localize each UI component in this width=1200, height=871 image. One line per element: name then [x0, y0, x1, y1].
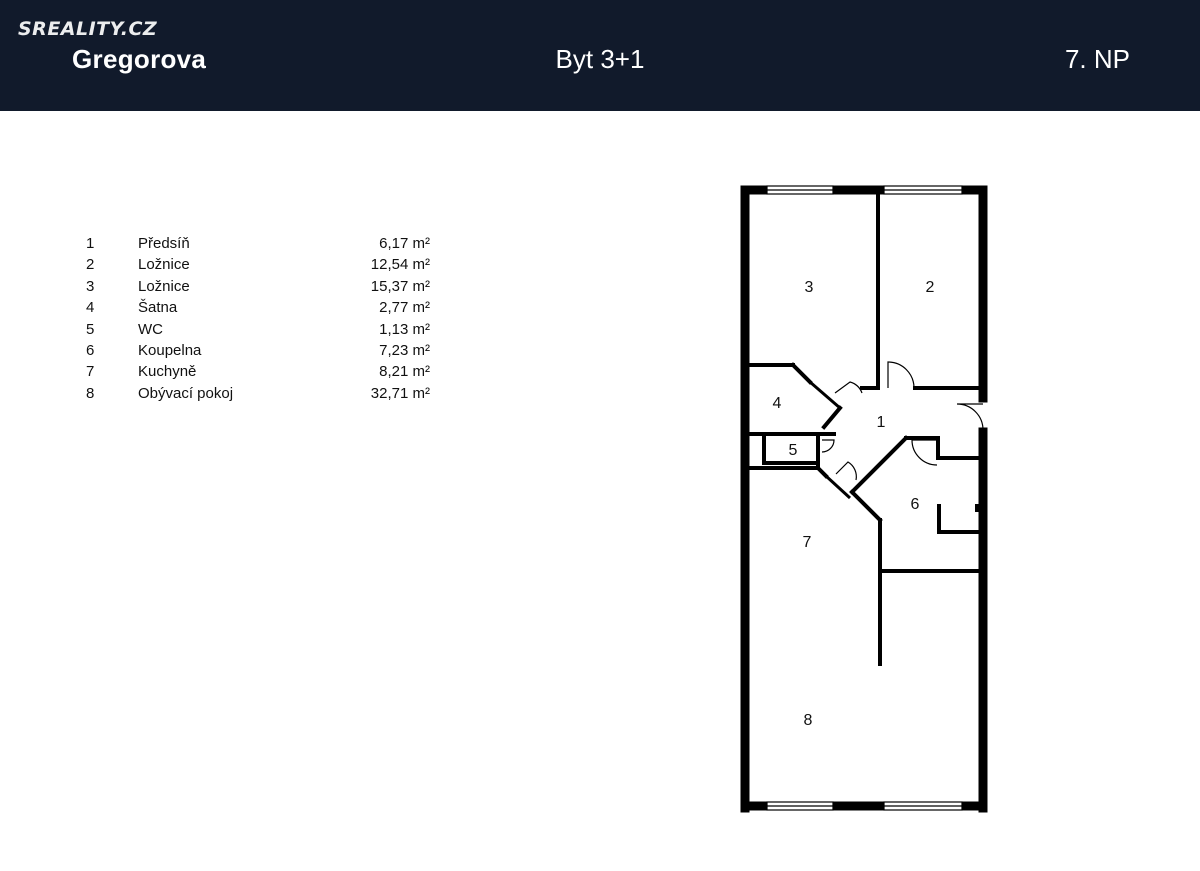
room-number: 4 — [86, 299, 95, 317]
room-name: Předsíň — [138, 235, 190, 252]
room-name: Koupelna — [138, 341, 202, 359]
room-label-3: 3 — [805, 279, 814, 296]
room-row: 2 Ložnice 12,54 m² — [86, 254, 436, 275]
room-row: 6 Koupelna 7,23 m² — [86, 340, 436, 361]
outer-walls — [740, 185, 988, 813]
room-number: 8 — [86, 384, 95, 402]
room-row: 7 Kuchyně 8,21 m² — [86, 361, 436, 382]
room-area: 1,13 m² — [379, 320, 430, 338]
room-name: WC — [138, 320, 163, 338]
room-labels: 1 2 3 4 5 6 7 8 — [773, 279, 935, 729]
room-list: 1 Předsíň 6,17 m² 2 Ložnice 12,54 m² 3 L… — [86, 233, 436, 404]
room-number: 5 — [86, 320, 95, 338]
unit-type-title: Byt 3+1 — [555, 44, 645, 74]
room-row: 4 Šatna 2,77 m² — [86, 297, 436, 318]
room-label-4: 4 — [773, 395, 782, 412]
room-label-2: 2 — [926, 279, 935, 296]
header-bar: SREALITY.CZ Gregorova Byt 3+1 7. NP — [0, 0, 1200, 111]
room-name: Obývací pokoj — [138, 384, 234, 402]
room-label-8: 8 — [804, 712, 813, 729]
room-area: 2,77 m² — [379, 299, 430, 317]
room-area: 6,17 m² — [379, 235, 430, 252]
doors — [809, 361, 984, 500]
room-label-6: 6 — [911, 496, 920, 513]
room-name: Šatna — [138, 299, 178, 317]
room-number: 3 — [86, 277, 95, 295]
room-area: 8,21 m² — [379, 363, 430, 381]
room-area: 15,37 m² — [370, 277, 430, 295]
room-area: 7,23 m² — [379, 341, 430, 359]
room-number: 1 — [86, 235, 95, 252]
room-row: 1 Předsíň 6,17 m² — [86, 233, 436, 254]
windows — [766, 185, 963, 811]
room-row: 8 Obývací pokoj 32,71 m² — [86, 383, 436, 404]
room-area: 32,71 m² — [370, 384, 430, 402]
room-number: 7 — [86, 363, 95, 381]
room-label-5: 5 — [789, 442, 798, 459]
room-area: 12,54 m² — [370, 256, 430, 274]
room-name: Kuchyně — [138, 363, 197, 381]
room-label-7: 7 — [803, 534, 812, 551]
room-name: Ložnice — [138, 256, 190, 274]
sreality-logo: SREALITY.CZ — [18, 18, 158, 40]
room-number: 2 — [86, 256, 95, 274]
room-number: 6 — [86, 341, 95, 359]
room-row: 5 WC 1,13 m² — [86, 319, 436, 340]
room-label-1: 1 — [877, 414, 886, 431]
room-name: Ložnice — [138, 277, 190, 295]
room-row: 3 Ložnice 15,37 m² — [86, 276, 436, 297]
address-title: Gregorova — [72, 44, 207, 74]
interior-walls — [743, 191, 985, 666]
floor-label: 7. NP — [1064, 44, 1130, 74]
